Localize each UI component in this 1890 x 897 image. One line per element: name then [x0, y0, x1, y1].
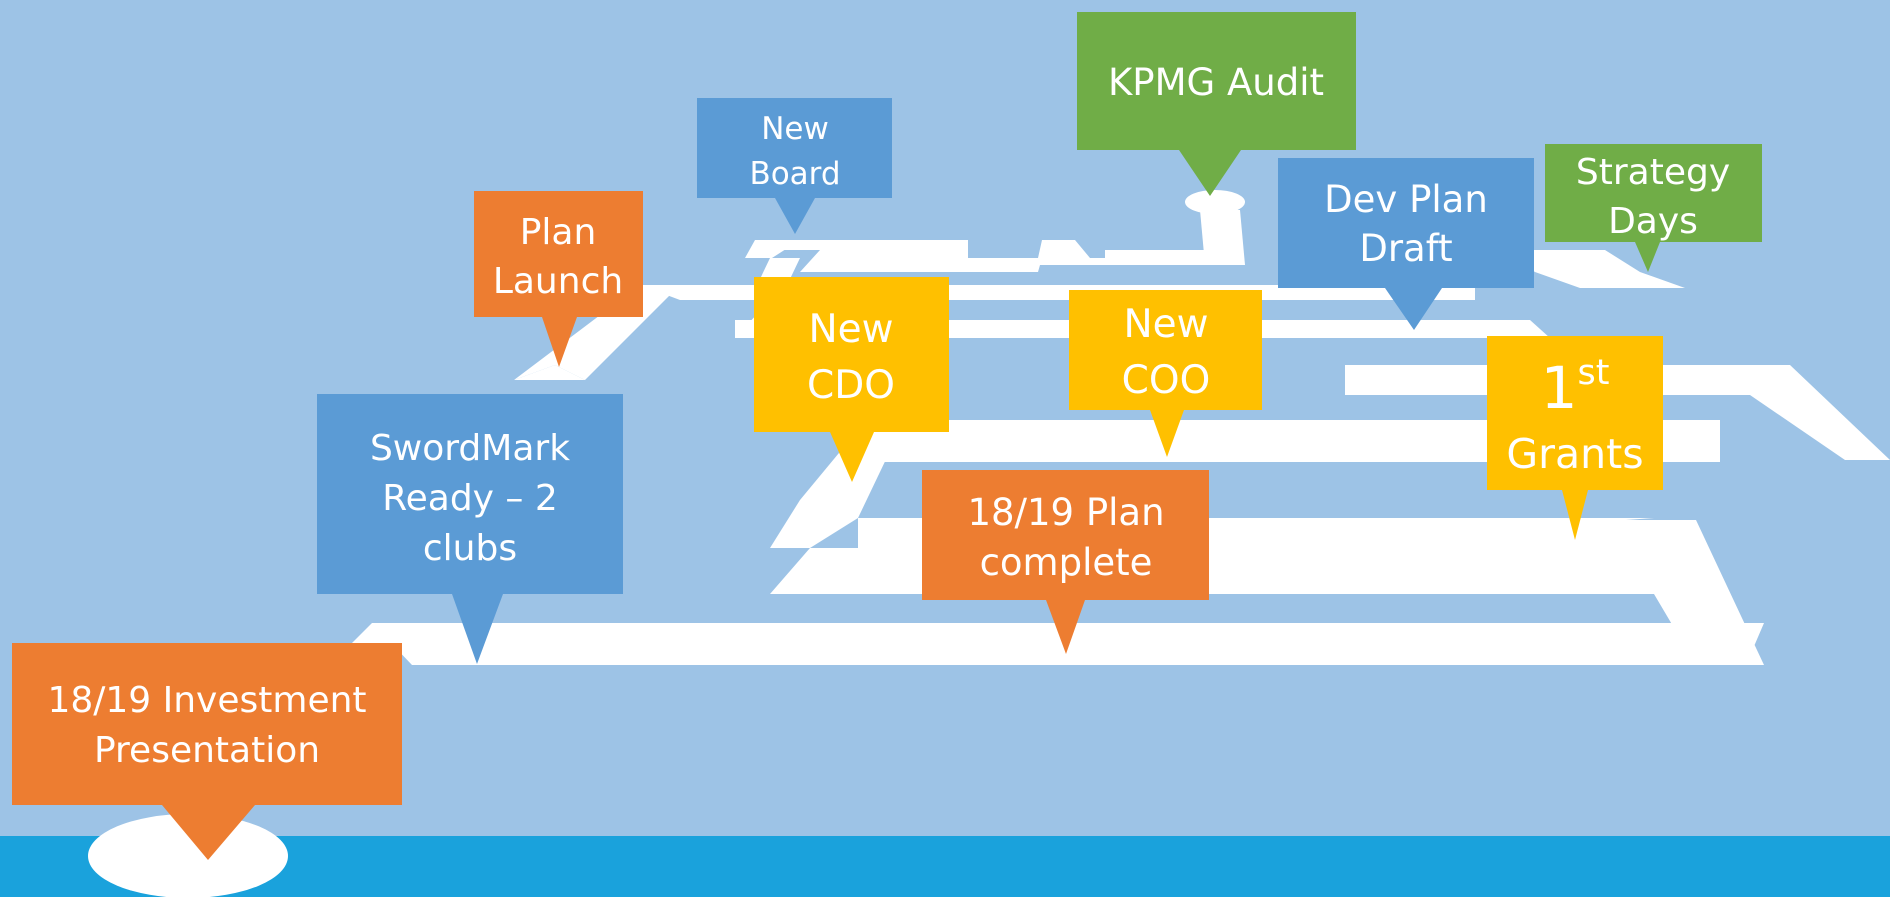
milestone-new-coo: New COO: [1069, 290, 1262, 457]
callout-label-line1: New: [1123, 302, 1208, 347]
milestone-swordmark-ready: SwordMark Ready – 2 clubs: [317, 394, 623, 664]
path-segment-launch-row: [514, 365, 1545, 420]
milestone-plan-complete: 18/19 Plan complete: [922, 470, 1209, 654]
path-segment-cdo-bend: [770, 430, 900, 548]
path-segment-strategy-end: [1535, 272, 1685, 288]
path-segment-right-return: [1626, 520, 1764, 665]
kpmg-marker: [1185, 190, 1245, 214]
callout-label-line2: Presentation: [94, 730, 320, 771]
callout-label-line2: CDO: [807, 363, 895, 408]
callout-label-line1: Dev Plan: [1324, 178, 1488, 221]
callout-label-line2: Board: [749, 156, 840, 192]
path-segment-board-top: [755, 240, 1240, 272]
callout-label-line2: Draft: [1359, 227, 1452, 270]
callout-label-line1: KPMG Audit: [1108, 61, 1324, 104]
callout-label-line2: Launch: [493, 261, 623, 302]
path-segment-strategy-row: [1500, 250, 1640, 272]
callout-label-line1: 18/19 Investment: [47, 680, 366, 721]
callout-label-line1: Strategy: [1576, 152, 1730, 193]
callout-shape: [317, 394, 623, 664]
callout-shape: [1545, 144, 1762, 272]
callout-shape: [474, 191, 643, 367]
callout-label-line1: 1st: [1541, 353, 1610, 422]
milestone-investment-presentation: 18/19 Investment Presentation: [12, 643, 402, 860]
milestone-strategy-days: Strategy Days: [1545, 144, 1762, 272]
callout-label-line2: COO: [1122, 358, 1211, 403]
callout-label-line2: complete: [980, 541, 1153, 584]
callout-shape: [922, 470, 1209, 654]
callout-shape: [12, 643, 402, 860]
callout-label-line2: Ready – 2: [382, 478, 558, 519]
callout-shape: [1069, 290, 1262, 457]
ordinal-suffix: st: [1577, 353, 1609, 393]
ordinal-number: 1: [1541, 354, 1578, 422]
callout-label-line1: Plan: [520, 212, 597, 253]
callout-shape: [754, 277, 949, 482]
start-marker: [88, 814, 288, 897]
milestone-plan-launch: Plan Launch: [474, 191, 643, 367]
milestone-new-cdo: New CDO: [754, 277, 949, 482]
callout-shape: [697, 98, 892, 234]
callout-shape: [1278, 158, 1534, 330]
callout-label-line3: clubs: [423, 528, 517, 569]
path-segment-far-right: [1745, 365, 1890, 460]
bottom-band: [0, 836, 1890, 897]
callout-shape: [1077, 12, 1356, 196]
callout-label-line1: New: [808, 307, 893, 352]
milestone-first-grants: 1st Grants: [1487, 336, 1663, 540]
callout-label-line2: Grants: [1506, 430, 1643, 478]
milestone-dev-plan-draft: Dev Plan Draft: [1278, 158, 1534, 330]
milestone-kpmg-audit: KPMG Audit: [1077, 12, 1356, 196]
callout-label-line2: Days: [1608, 201, 1698, 242]
callout-shape: [1487, 336, 1663, 540]
path-segment-kpmg-post: [1200, 210, 1245, 265]
callout-label-line1: New: [761, 111, 829, 147]
callout-label-line1: SwordMark: [370, 428, 570, 469]
callout-label-line1: 18/19 Plan: [967, 491, 1164, 534]
milestone-new-board: New Board: [697, 98, 892, 234]
